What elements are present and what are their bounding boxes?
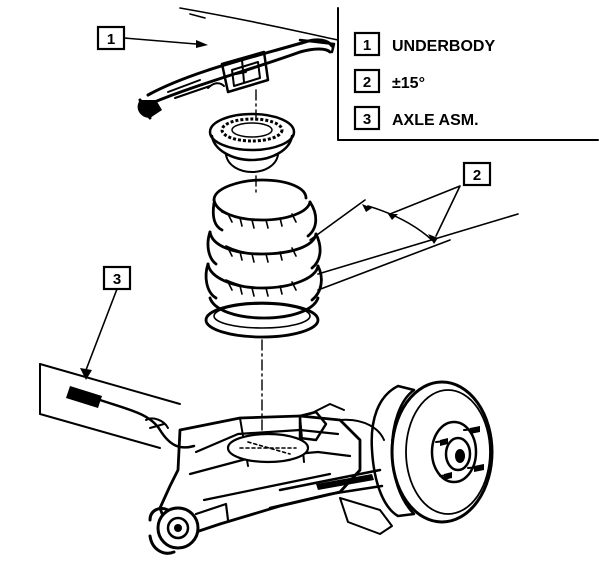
legend-key-number: 1 <box>363 37 371 54</box>
legend-item-3: 3 AXLE ASM. <box>353 105 479 131</box>
legend-key-box <box>353 31 381 57</box>
callout-number: 2 <box>473 167 481 184</box>
legend-label: AXLE ASM. <box>392 112 479 129</box>
brake-drum <box>370 380 494 524</box>
callout-1: 1 <box>96 25 208 51</box>
callout-number: 3 <box>113 271 121 288</box>
spring-insulator <box>208 112 296 173</box>
callout-box <box>462 161 492 187</box>
legend: 1 UNDERBODY 2 ±15° 3 AXLE ASM. <box>337 7 599 141</box>
axle-assembly <box>39 363 393 555</box>
legend-key-box <box>353 105 381 131</box>
legend-label: ±15° <box>392 75 425 92</box>
legend-item-1: 1 UNDERBODY <box>353 31 495 57</box>
leader-line <box>85 288 118 371</box>
legend-item-2: 2 ±15° <box>353 68 425 94</box>
leader-line <box>123 37 197 45</box>
legend-label: UNDERBODY <box>392 38 495 55</box>
callout-3: 3 <box>80 265 132 380</box>
angle-indicator <box>309 185 519 291</box>
legend-frame <box>337 7 599 141</box>
legend-key-number: 3 <box>363 111 371 128</box>
coil-spring <box>204 178 323 339</box>
callout-2: 2 <box>462 161 492 187</box>
legend-key-box <box>353 68 381 94</box>
legend-key-number: 2 <box>363 74 371 91</box>
callout-number: 1 <box>107 31 115 48</box>
underbody <box>137 7 339 120</box>
